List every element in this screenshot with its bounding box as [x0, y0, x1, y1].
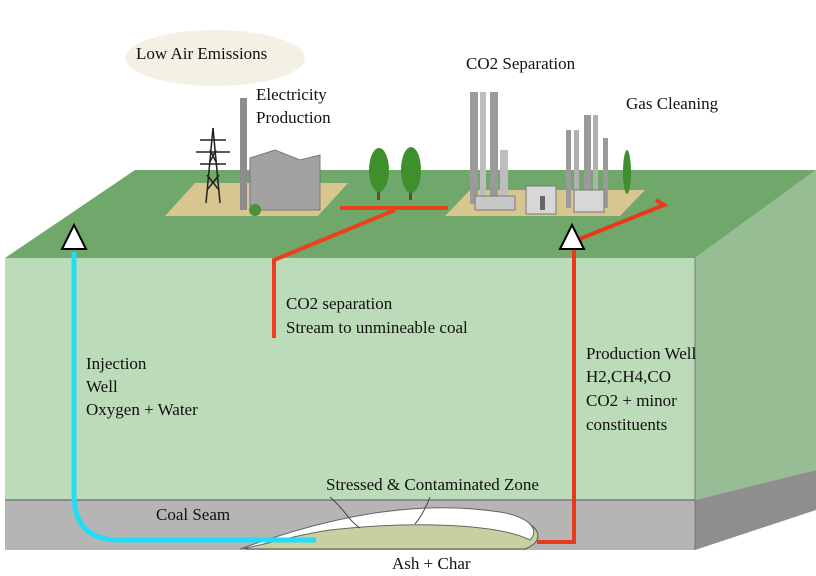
gas-cleaning-plant	[566, 115, 631, 213]
power-plant-building	[249, 149, 321, 211]
coal-seam-label: Coal Seam	[156, 505, 230, 524]
injection-well-label-1: Injection	[86, 354, 147, 373]
stressed-zone-shell	[239, 507, 535, 550]
transmission-pylon-icon	[196, 127, 230, 204]
co2-separation-plant	[470, 92, 557, 215]
electricity-production-label-1: Electricity	[256, 85, 327, 104]
emissions-cloud	[125, 30, 305, 86]
electricity-production-label-2: Production	[256, 108, 331, 127]
coal-seam-side	[695, 470, 816, 550]
co2-pipe	[272, 206, 448, 338]
injection-well-label-2: Well	[86, 377, 118, 396]
injection-pipe	[71, 252, 316, 543]
low-air-emissions-label: Low Air Emissions	[136, 44, 267, 63]
injection-well-label-3: Oxygen + Water	[86, 400, 198, 419]
injection-wellhead-arrow-icon	[60, 222, 88, 250]
production-well-label-2: H2,CH4,CO	[586, 367, 671, 386]
production-well-label-1: Production Well	[586, 344, 697, 363]
stressed-zone-pointer-right	[414, 496, 431, 525]
ground-side-face	[695, 170, 816, 500]
tree-icon	[369, 148, 389, 200]
ash-char-label: Ash + Char	[392, 554, 471, 573]
production-wellhead-arrow-icon	[558, 222, 586, 250]
production-well-label-3: CO2 + minor	[586, 391, 677, 410]
ground-front-face	[5, 258, 695, 500]
power-plant-stack	[240, 98, 247, 210]
co2-stream-label-1: CO2 separation	[286, 294, 393, 313]
co2-separation-label: CO2 Separation	[466, 54, 576, 73]
production-well-label-4: constituents	[586, 415, 667, 434]
tree-icon	[401, 147, 421, 200]
gas-cleaning-label: Gas Cleaning	[626, 94, 719, 113]
co2-stream-label-2: Stream to unmineable coal	[286, 318, 468, 337]
stressed-zone-label: Stressed & Contaminated Zone	[326, 475, 539, 494]
stressed-zone-pointer-left	[329, 496, 361, 529]
